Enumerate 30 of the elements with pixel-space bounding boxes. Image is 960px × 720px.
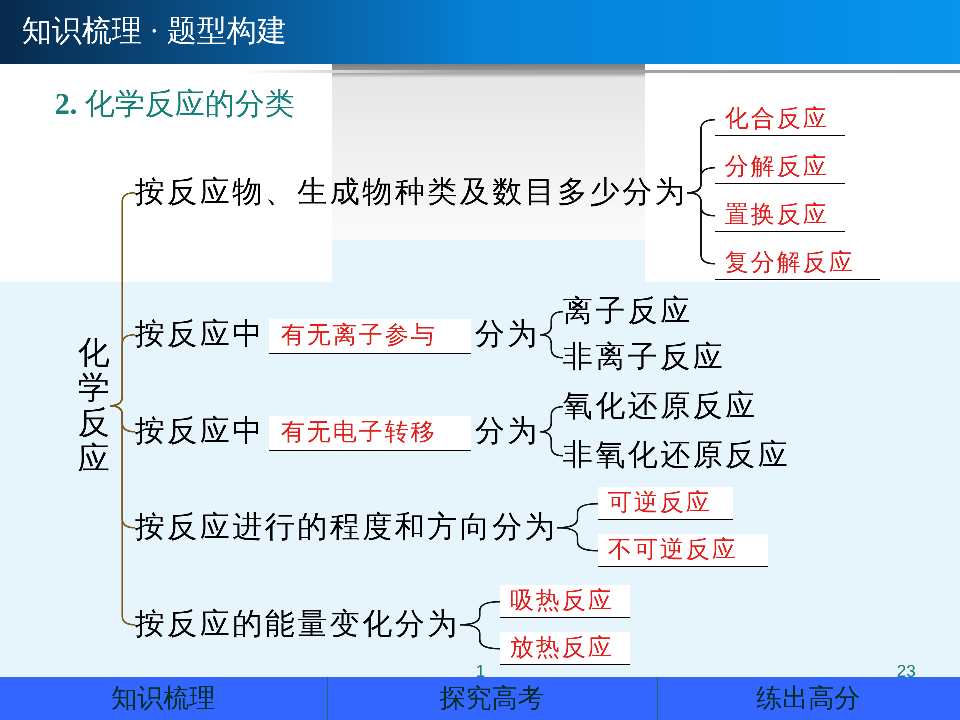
nav-label: 练出高分 <box>756 682 860 714</box>
criterion-text: 按反应中 <box>135 317 265 353</box>
fill-in-line: 化合反应 <box>715 104 845 136</box>
fill-in-line: 置换反应 <box>715 200 845 232</box>
nav-label: 知识梳理 <box>112 682 216 714</box>
header-title: 知识梳理 · 题型构建 <box>22 14 287 50</box>
topic-text: 化学反应 <box>78 336 110 476</box>
criterion-text: 分为 <box>475 414 540 450</box>
page-number: 23 <box>897 663 916 681</box>
criterion-text: 按反应物、生成物种类及数目多少分为 <box>135 174 688 212</box>
category-text: 氧化还原反应 <box>563 388 758 426</box>
criterion-text: 分为 <box>475 317 540 353</box>
brace-line <box>687 167 716 194</box>
section-title: 2. 化学反应的分类 <box>55 87 295 123</box>
brace-line <box>110 334 136 407</box>
category-text: 离子反应 <box>563 293 693 331</box>
criterion-text: 按反应进行的程度和方向分为 <box>135 509 558 547</box>
fill-in-line: 复分解反应 <box>715 248 880 280</box>
brace-line <box>557 527 598 552</box>
criterion-text: 按反应的能量变化分为 <box>135 606 460 644</box>
brace-line <box>460 601 500 626</box>
category-text: 非离子反应 <box>563 339 726 377</box>
brace-line <box>540 406 564 433</box>
page-number: 1 <box>476 663 486 681</box>
fill-in-line: 分解反应 <box>715 152 845 184</box>
nav-label: 探究高考 <box>440 682 544 714</box>
brace-line <box>557 503 598 529</box>
category-text: 非氧化还原反应 <box>563 437 790 475</box>
criterion-text: 按反应中 <box>135 414 265 450</box>
brace-line <box>460 624 500 650</box>
